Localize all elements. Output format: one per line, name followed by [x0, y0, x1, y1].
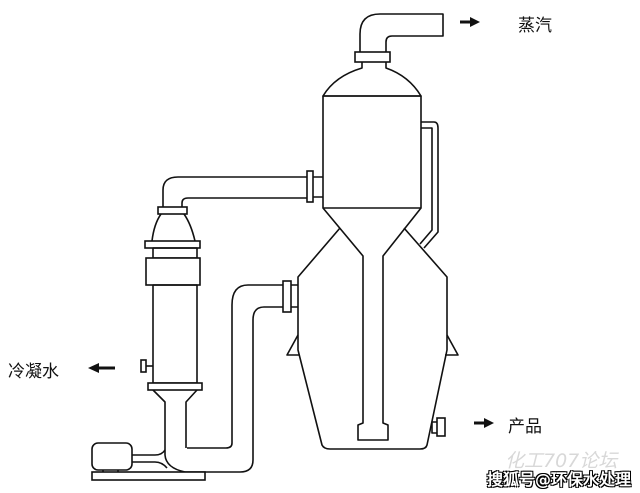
steam-arrow-icon [460, 17, 480, 27]
forum-watermark: 化工707论坛 [505, 450, 618, 472]
condensate-label: 冷凝水 [8, 362, 59, 382]
circulation-pipe [185, 284, 283, 473]
steam-label: 蒸汽 [518, 16, 552, 36]
condensate-arrow-icon [88, 363, 115, 373]
product-label: 产品 [508, 417, 542, 437]
separator-vessel [322, 62, 439, 249]
product-arrow-icon [474, 418, 494, 428]
steam-outlet-pipe [354, 13, 444, 63]
pump [91, 442, 206, 481]
condenser [140, 206, 203, 473]
heating-vessel [282, 207, 459, 450]
vapor-pipe [162, 170, 323, 207]
source-watermark: 搜狐号@环保水处理 [487, 470, 632, 489]
